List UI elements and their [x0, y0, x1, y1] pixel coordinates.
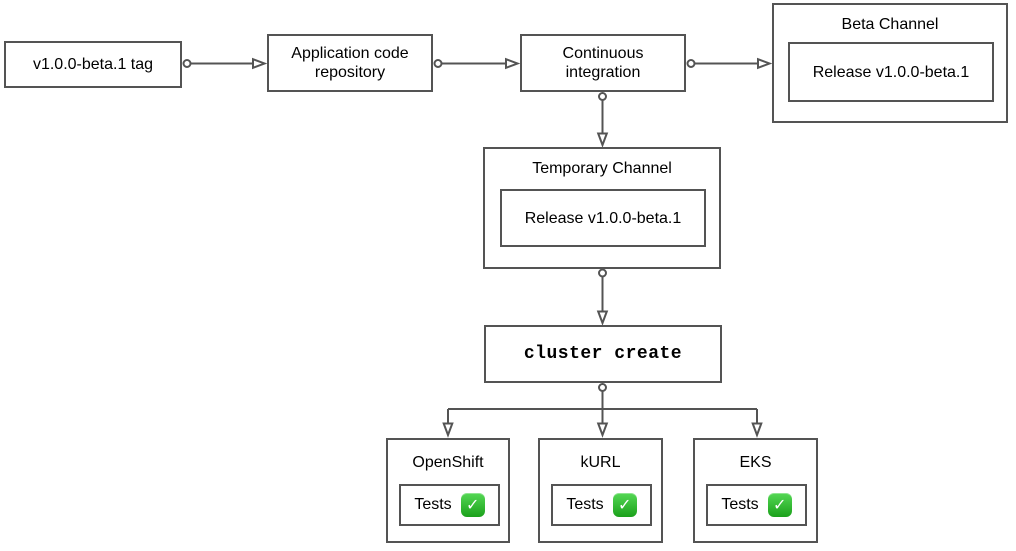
edge-arrowhead-icon [751, 422, 763, 438]
edge-arrowhead-icon [442, 422, 454, 438]
node-version-tag: v1.0.0-beta.1 tag [4, 41, 182, 88]
beta-channel-release-box: Release v1.0.0-beta.1 [788, 42, 994, 102]
edge-cluster-create-to-platforms [442, 383, 763, 438]
node-beta-channel: Beta Channel Release v1.0.0-beta.1 [772, 3, 1008, 123]
tests-label: Tests [721, 496, 759, 513]
openshift-tests-box: Tests ✓ [399, 484, 500, 526]
eks-tests-box: Tests ✓ [706, 484, 807, 526]
repository-label: Application code repository [291, 45, 409, 81]
check-glyph: ✓ [617, 495, 632, 514]
temporary-channel-release-box: Release v1.0.0-beta.1 [500, 189, 706, 247]
node-application-code-repository: Application code repository [267, 34, 433, 92]
tests-label: Tests [566, 496, 604, 513]
temporary-channel-title: Temporary Channel [532, 160, 672, 177]
edge-arrowhead-icon [252, 57, 268, 70]
edge-source-dot [598, 92, 607, 101]
check-mark-icon: ✓ [612, 493, 637, 517]
node-cluster-create: cluster create [484, 325, 722, 383]
edge-tag-to-repo [182, 57, 268, 70]
check-glyph: ✓ [772, 495, 787, 514]
cluster-create-label: cluster create [523, 344, 683, 364]
edge-arrowhead-icon [596, 422, 609, 438]
check-glyph: ✓ [465, 495, 480, 514]
node-temporary-channel: Temporary Channel Release v1.0.0-beta.1 [483, 147, 721, 269]
continuous-integration-label: Continuous integration [562, 45, 644, 81]
kurl-tests-box: Tests ✓ [551, 484, 652, 526]
edge-temporary-channel-to-cluster-create [596, 268, 609, 326]
edge-arrowhead-icon [505, 57, 521, 70]
check-mark-icon: ✓ [460, 493, 485, 517]
edge-repo-to-ci [433, 57, 521, 70]
edge-source-dot [433, 59, 443, 68]
beta-channel-title: Beta Channel [841, 16, 939, 33]
version-tag-label: v1.0.0-beta.1 tag [32, 56, 154, 73]
beta-release-label: Release v1.0.0-beta.1 [812, 63, 970, 81]
node-continuous-integration: Continuous integration [520, 34, 686, 92]
edge-source-dot [182, 59, 192, 68]
edge-ci-to-beta-channel [686, 57, 773, 70]
kurl-title: kURL [580, 454, 621, 471]
edge-source-dot [686, 59, 696, 68]
edge-arrowhead-icon [596, 310, 609, 326]
edge-source-dot [598, 383, 607, 392]
node-platform-openshift: OpenShift Tests ✓ [386, 438, 510, 543]
edge-arrowhead-icon [757, 57, 773, 70]
edge-source-dot [598, 268, 607, 278]
edge-arrowhead-icon [596, 132, 609, 148]
openshift-title: OpenShift [412, 454, 484, 471]
edge-ci-to-temporary-channel [596, 92, 609, 148]
node-platform-kurl: kURL Tests ✓ [538, 438, 663, 543]
eks-title: EKS [739, 454, 772, 471]
node-platform-eks: EKS Tests ✓ [693, 438, 818, 543]
temporary-release-label: Release v1.0.0-beta.1 [524, 209, 682, 227]
tests-label: Tests [414, 496, 452, 513]
check-mark-icon: ✓ [767, 493, 792, 517]
